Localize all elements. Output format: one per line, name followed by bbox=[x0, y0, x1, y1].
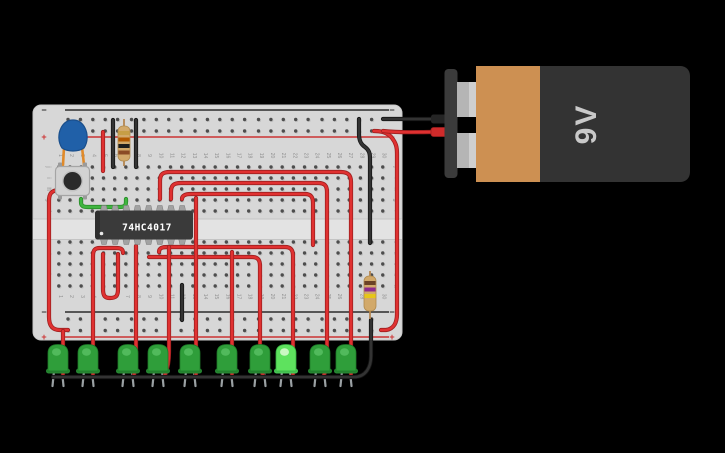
column-number: 20 bbox=[269, 294, 275, 300]
column-number: 17 bbox=[236, 153, 242, 159]
column-number: 17 bbox=[236, 294, 242, 300]
push-button[interactable] bbox=[54, 162, 91, 200]
column-number: 18 bbox=[247, 294, 253, 300]
column-number: 26 bbox=[336, 153, 342, 159]
column-number: 27 bbox=[347, 153, 353, 159]
row-letter: i bbox=[45, 177, 51, 178]
column-number: 15 bbox=[213, 294, 219, 300]
column-number: 13 bbox=[191, 294, 197, 300]
column-number: 22 bbox=[291, 153, 297, 159]
column-number: 9 bbox=[146, 295, 152, 298]
column-number: 16 bbox=[224, 294, 230, 300]
battery-negative-plug bbox=[431, 114, 447, 124]
svg-text:−: − bbox=[389, 105, 394, 115]
led-7[interactable] bbox=[248, 344, 272, 374]
column-number: 28 bbox=[358, 153, 364, 159]
column-number: 14 bbox=[202, 153, 208, 159]
column-number: 29 bbox=[370, 153, 376, 159]
led-10[interactable] bbox=[334, 344, 358, 374]
capacitor[interactable] bbox=[58, 119, 88, 167]
wire-black-col29[interactable] bbox=[356, 116, 373, 246]
column-number: 1 bbox=[57, 154, 63, 157]
wire-red-top-route-col23[interactable] bbox=[179, 191, 316, 248]
column-number: 23 bbox=[303, 153, 309, 159]
wire-red-battery-lead[interactable] bbox=[380, 128, 434, 135]
ic-label: 74HC4017 bbox=[122, 223, 172, 234]
column-number: 25 bbox=[325, 153, 331, 159]
led-row bbox=[46, 344, 358, 374]
led-6[interactable] bbox=[215, 344, 239, 374]
column-number: 20 bbox=[269, 153, 275, 159]
wire-red-button-to-bottom-rail[interactable] bbox=[46, 187, 71, 333]
column-number: 23 bbox=[303, 294, 309, 300]
column-number: 18 bbox=[247, 153, 253, 159]
column-number: 24 bbox=[314, 153, 320, 159]
column-number: 11 bbox=[169, 153, 175, 158]
column-number: 14 bbox=[202, 294, 208, 300]
column-number: 30 bbox=[381, 294, 387, 300]
column-number: 4 bbox=[90, 154, 96, 157]
resistor-right[interactable] bbox=[363, 271, 377, 319]
column-number: 10 bbox=[157, 294, 163, 300]
wire-red-u-loop[interactable] bbox=[100, 251, 121, 301]
breadboard[interactable]: −+−+−+−+11223344556677889910101111121213… bbox=[32, 104, 403, 342]
wire-red-led2[interactable] bbox=[90, 245, 126, 377]
led-3[interactable] bbox=[116, 344, 140, 374]
column-number: 12 bbox=[180, 153, 186, 159]
column-number: 19 bbox=[258, 153, 264, 159]
svg-text:−: − bbox=[41, 307, 46, 317]
resistor-left[interactable] bbox=[117, 119, 131, 166]
column-number: 16 bbox=[224, 153, 230, 159]
column-number: 11 bbox=[169, 294, 175, 299]
led-2[interactable] bbox=[76, 344, 100, 374]
battery-9v[interactable]: 9V bbox=[430, 66, 690, 182]
led-8-lit[interactable] bbox=[274, 344, 298, 374]
column-number: 3 bbox=[79, 295, 85, 298]
column-number: 21 bbox=[280, 153, 286, 159]
column-number: 6 bbox=[113, 154, 119, 157]
ic-74hc4017[interactable]: 74HC4017 bbox=[95, 205, 193, 245]
svg-text:+: + bbox=[41, 332, 46, 342]
column-number: 30 bbox=[381, 153, 387, 159]
column-number: 15 bbox=[213, 153, 219, 159]
column-number: 9 bbox=[146, 154, 152, 157]
column-number: 7 bbox=[124, 295, 130, 298]
column-number: 21 bbox=[280, 294, 286, 300]
svg-text:−: − bbox=[41, 105, 46, 115]
column-number: 28 bbox=[358, 294, 364, 300]
column-number: 2 bbox=[68, 295, 74, 298]
led-5[interactable] bbox=[178, 344, 202, 374]
row-letter: h bbox=[45, 187, 51, 190]
led-4[interactable] bbox=[146, 344, 170, 374]
wire-red-rowE-led8[interactable] bbox=[156, 244, 296, 377]
battery-label: 9V bbox=[570, 104, 603, 145]
wire-black-led-ground-bus[interactable] bbox=[50, 317, 374, 380]
column-number: 1 bbox=[57, 295, 63, 298]
wire-red-top-route-led10[interactable] bbox=[157, 169, 354, 377]
column-number: 26 bbox=[336, 294, 342, 300]
center-groove bbox=[33, 218, 402, 240]
column-number: 13 bbox=[191, 153, 197, 159]
svg-text:−: − bbox=[389, 307, 394, 317]
led-1[interactable] bbox=[46, 344, 70, 374]
column-number: 24 bbox=[314, 294, 320, 300]
row-letter: j bbox=[45, 165, 51, 167]
svg-text:+: + bbox=[389, 332, 394, 342]
column-number: 2 bbox=[68, 154, 74, 157]
svg-text:+: + bbox=[41, 132, 46, 142]
column-number: 10 bbox=[157, 153, 163, 159]
led-9[interactable] bbox=[308, 344, 332, 374]
